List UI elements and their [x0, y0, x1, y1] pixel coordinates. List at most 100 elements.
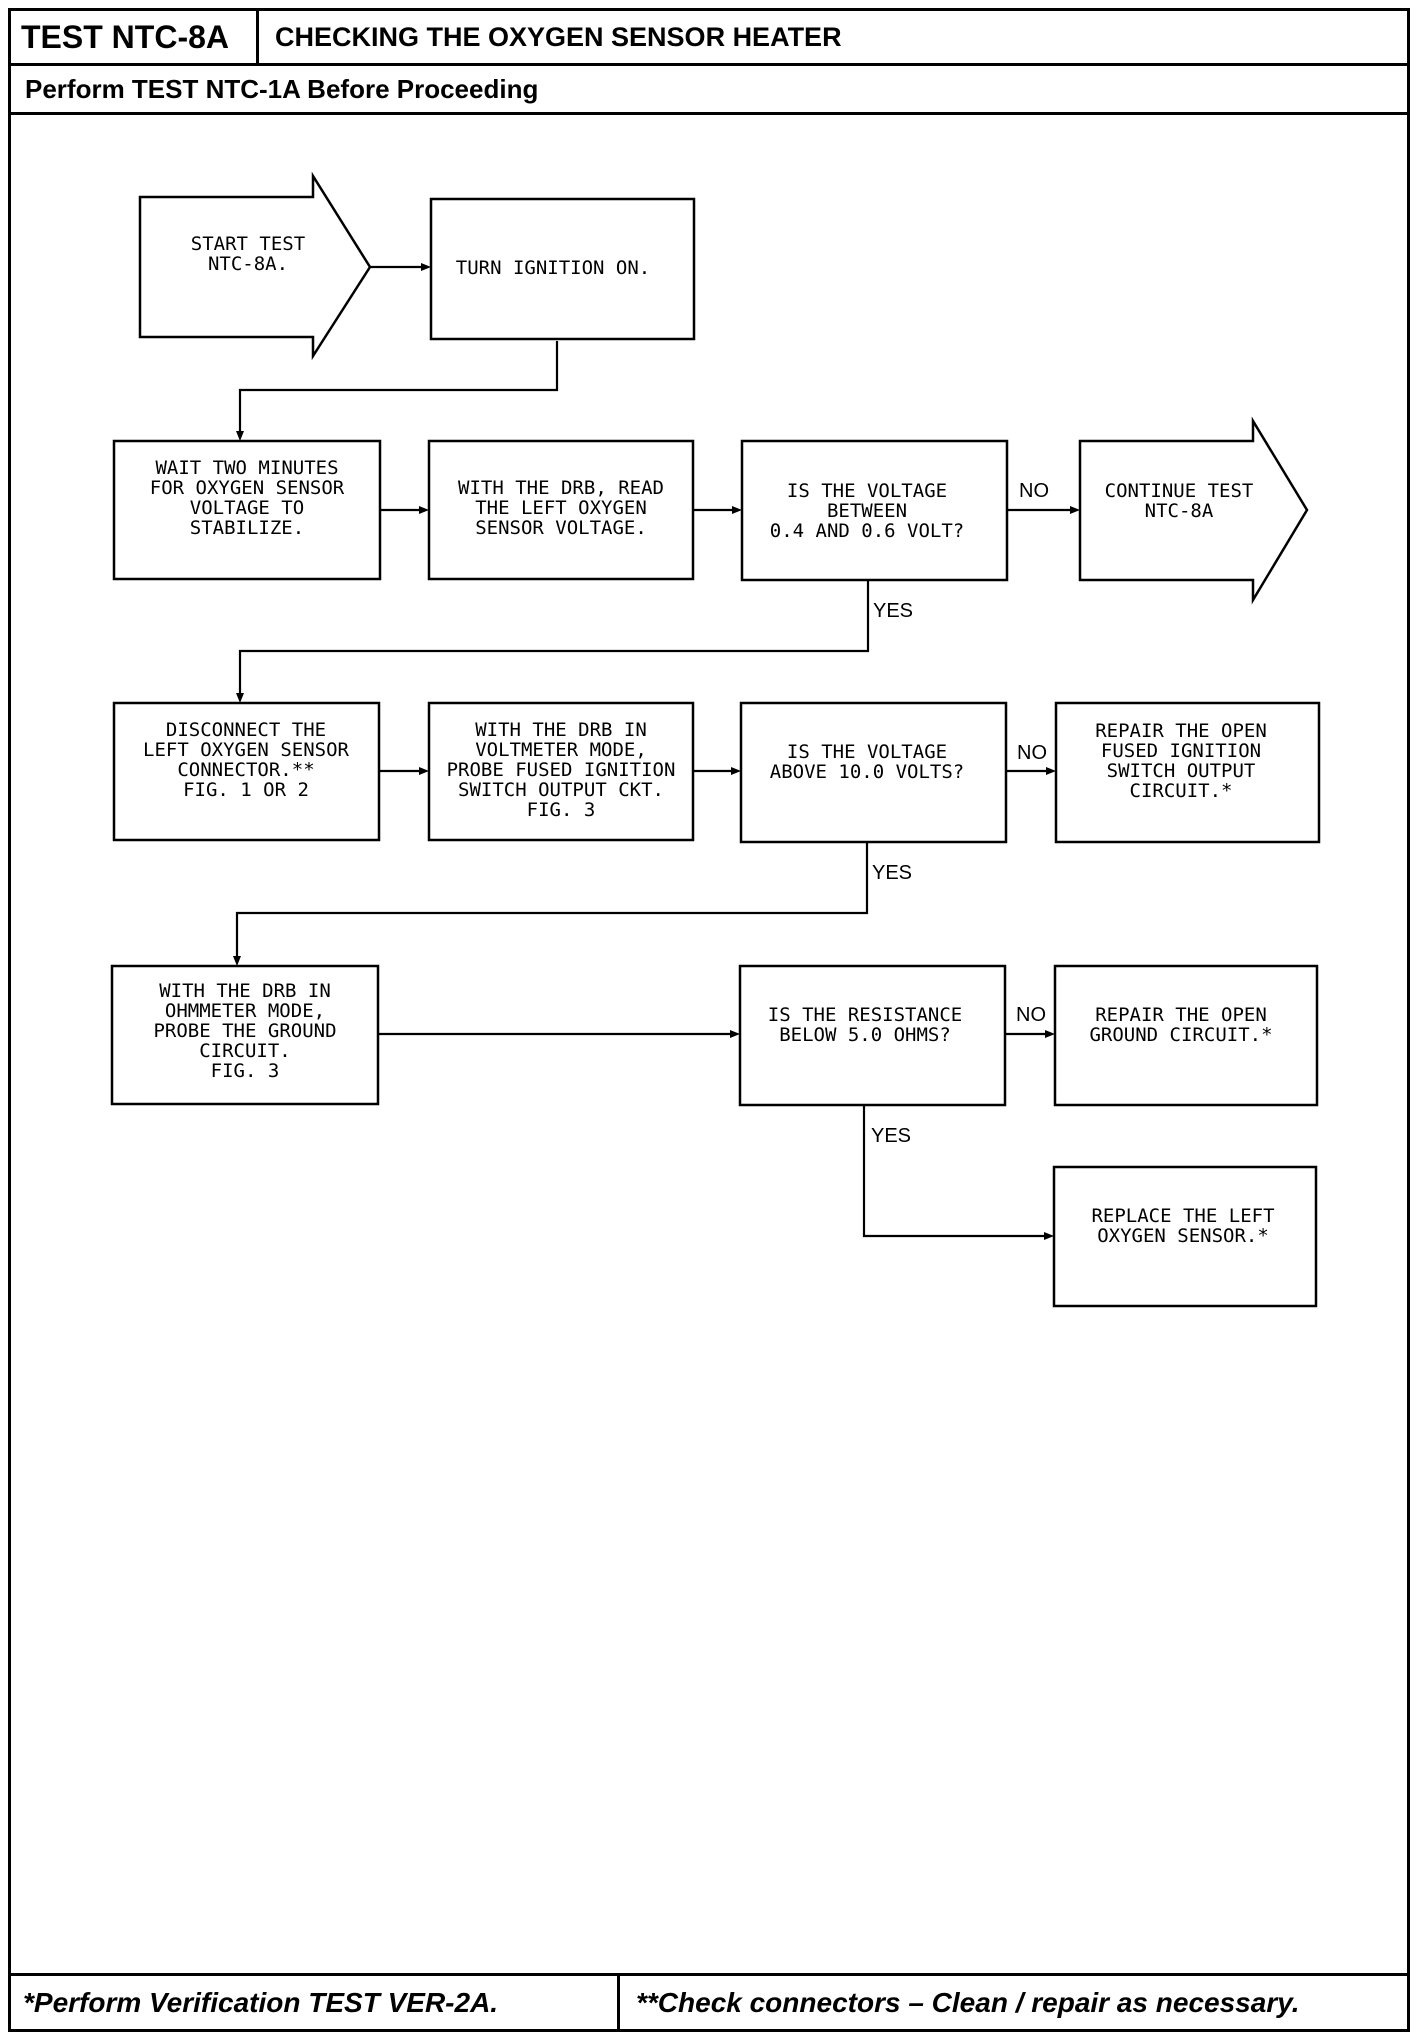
- node-text-line: CONTINUE TEST: [1105, 480, 1254, 502]
- arrowhead: [730, 1030, 740, 1038]
- question-resistance-box: [738, 964, 1007, 1107]
- node-text-line: NTC-8A: [1145, 500, 1214, 522]
- question-voltage-above-box: [739, 701, 1008, 844]
- prerequisite-note: Perform TEST NTC-1A Before Proceeding: [11, 66, 1407, 115]
- repair-fused-box: [1054, 701, 1321, 844]
- node-text-line: SWITCH OUTPUT CKT.: [458, 779, 664, 801]
- flowchart-arrowheads: [233, 263, 1080, 1240]
- node-text-line: BELOW 5.0 OHMS?: [779, 1024, 951, 1046]
- node-text-line: IS THE VOLTAGE: [787, 741, 947, 763]
- edge-label-no: NO: [1016, 1004, 1046, 1026]
- node-text-line: 0.4 AND 0.6 VOLT?: [770, 520, 964, 542]
- arrowhead: [233, 956, 241, 966]
- node-text-line: FUSED IGNITION: [1101, 740, 1261, 762]
- node-text-line: LEFT OXYGEN SENSOR: [143, 739, 349, 761]
- node-text-line: TURN IGNITION ON.: [456, 257, 650, 279]
- ignition-box: [429, 197, 696, 341]
- header-row: TEST NTC-8A CHECKING THE OXYGEN SENSOR H…: [11, 11, 1407, 66]
- edge-label-no: NO: [1017, 742, 1047, 764]
- node-text-line: CONNECTOR.**: [177, 759, 314, 781]
- question-voltage-range-box: [740, 439, 1009, 582]
- edge-label-yes: YES: [871, 1125, 911, 1147]
- arrowhead: [236, 693, 244, 703]
- flowchart-shapes: [110, 171, 1321, 1308]
- node-text-line: CIRCUIT.: [199, 1040, 291, 1062]
- start-arrow-shape: [138, 171, 372, 361]
- wait-box: [112, 439, 382, 581]
- node-text-line: FIG. 3: [211, 1060, 280, 1082]
- node-text-line: REPAIR THE OPEN: [1095, 1004, 1267, 1026]
- probe-fused-box: [427, 701, 695, 842]
- node-text-line: BETWEEN: [827, 500, 907, 522]
- node-text-line: STABILIZE.: [190, 517, 304, 539]
- node-text-line: GROUND CIRCUIT.*: [1089, 1024, 1272, 1046]
- edge-question2-yes: [235, 843, 869, 958]
- node-text-line: REPLACE THE LEFT: [1091, 1205, 1274, 1227]
- node-text-line: FOR OXYGEN SENSOR: [150, 477, 345, 499]
- arrowhead: [731, 767, 741, 775]
- node-text-line: OXYGEN SENSOR.*: [1097, 1225, 1269, 1247]
- arrowhead: [1070, 506, 1080, 514]
- arrowhead: [1044, 1232, 1054, 1240]
- node-text-line: WITH THE DRB, READ: [458, 477, 664, 499]
- edge-ignition-to-wait: [238, 341, 559, 433]
- node-text-line: REPAIR THE OPEN: [1095, 720, 1267, 742]
- node-text-line: CIRCUIT.*: [1130, 780, 1233, 802]
- node-text-line: PROBE THE GROUND: [153, 1020, 336, 1042]
- node-text-line: IS THE RESISTANCE: [768, 1004, 962, 1026]
- repair-ground-box: [1053, 964, 1319, 1107]
- flowchart-edge-labels: NO YES NO YES NO YES: [871, 480, 1049, 1147]
- arrowhead: [1045, 1030, 1055, 1038]
- edge-label-yes: YES: [873, 600, 913, 622]
- continue-arrow-shape: [1078, 416, 1309, 605]
- node-text-line: ABOVE 10.0 VOLTS?: [770, 761, 964, 783]
- probe-ground-box: [110, 964, 380, 1106]
- disconnect-box: [112, 701, 381, 842]
- node-text-line: NTC-8A.: [208, 253, 288, 275]
- edge-question1-yes: [238, 581, 870, 695]
- node-text-line: THE LEFT OXYGEN: [475, 497, 647, 519]
- node-ignition-text: TURN IGNITION ON.: [456, 257, 650, 279]
- node-text-line: DISCONNECT THE: [166, 719, 326, 741]
- node-text-line: VOLTAGE TO: [190, 497, 304, 519]
- footer-row: *Perform Verification TEST VER-2A. **Che…: [11, 1973, 1407, 2029]
- node-text-line: SWITCH OUTPUT: [1107, 760, 1256, 782]
- node-text-line: WITH THE DRB IN: [159, 980, 331, 1002]
- node-text-line: VOLTMETER MODE,: [475, 739, 647, 761]
- test-title: CHECKING THE OXYGEN SENSOR HEATER: [275, 22, 842, 52]
- edge-question3-yes: [862, 1106, 1046, 1238]
- read-voltage-box: [427, 439, 695, 581]
- node-text-line: PROBE FUSED IGNITION: [447, 759, 676, 781]
- edge-label-yes: YES: [872, 862, 912, 884]
- arrowhead: [419, 506, 429, 514]
- flowchart-connectors: [235, 265, 1072, 1238]
- test-procedure-page: TEST NTC-8A CHECKING THE OXYGEN SENSOR H…: [8, 8, 1410, 2032]
- node-text-line: FIG. 1 OR 2: [183, 779, 309, 801]
- arrowhead: [1046, 767, 1056, 775]
- node-text-line: START TEST: [191, 233, 305, 255]
- arrowhead: [419, 767, 429, 775]
- edge-label-no: NO: [1019, 480, 1049, 502]
- test-id: TEST NTC-8A: [11, 11, 259, 63]
- arrowhead: [236, 431, 244, 441]
- footer-connector-note: **Check connectors – Clean / repair as n…: [636, 1987, 1300, 2018]
- node-text-line: WAIT TWO MINUTES: [155, 457, 338, 479]
- node-text-line: OHMMETER MODE,: [165, 1000, 325, 1022]
- node-text-line: SENSOR VOLTAGE.: [475, 517, 647, 539]
- arrowhead: [732, 506, 742, 514]
- node-text-line: WITH THE DRB IN: [475, 719, 647, 741]
- replace-sensor-box: [1052, 1165, 1318, 1308]
- arrowhead: [421, 263, 431, 271]
